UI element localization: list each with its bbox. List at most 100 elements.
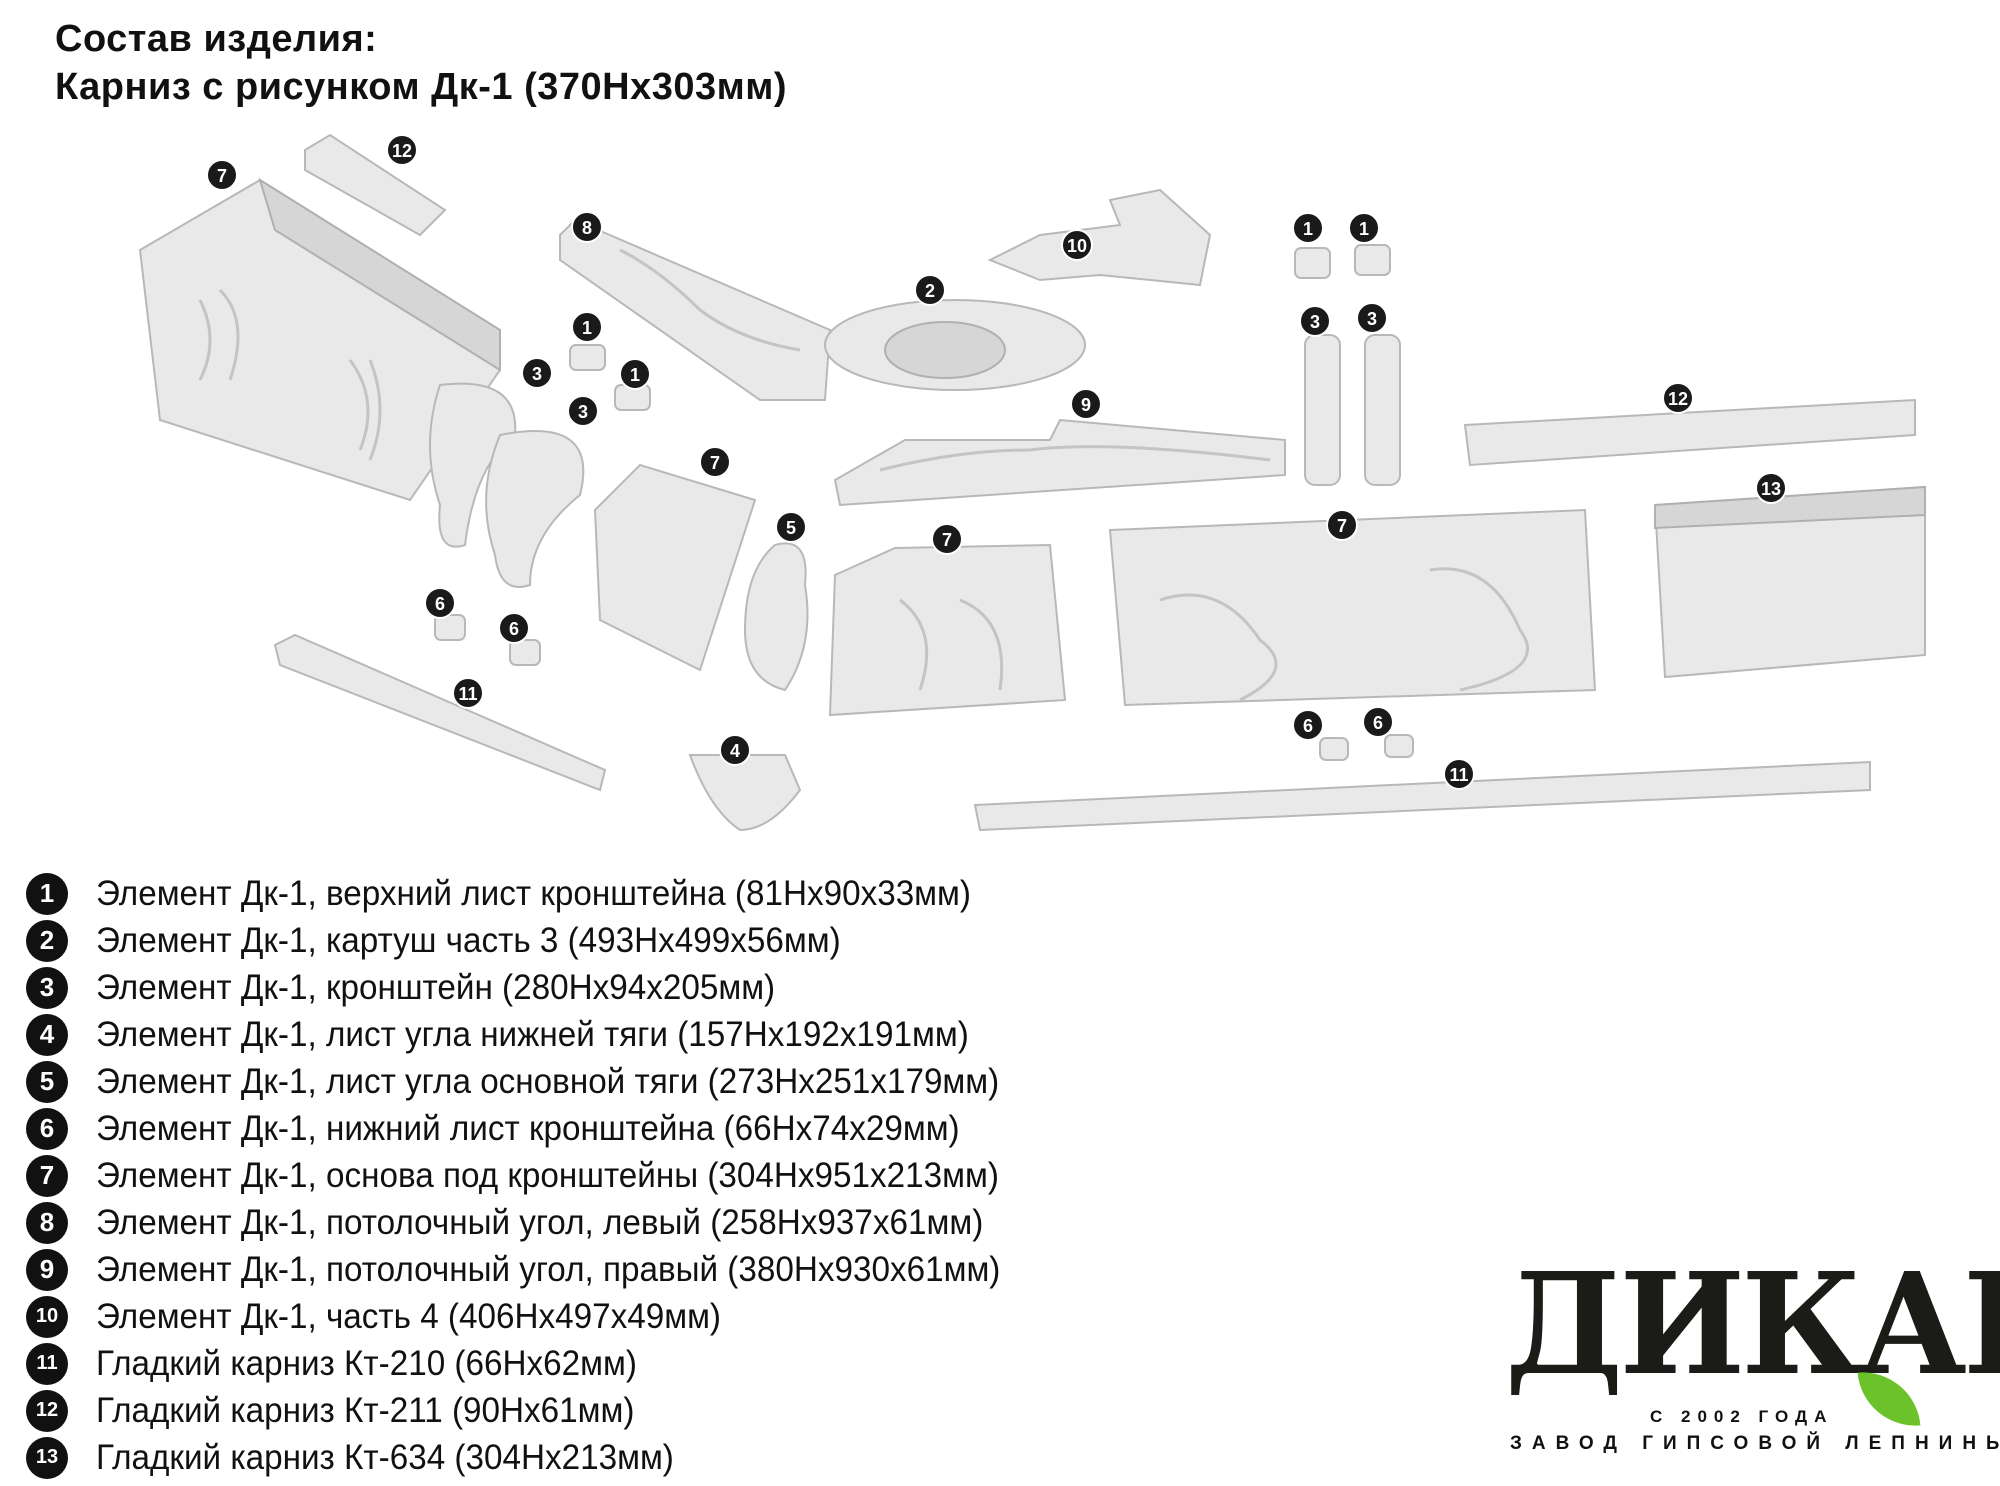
part-number-badge: 12 (386, 134, 418, 166)
badge-number: 3 (1310, 312, 1320, 332)
legend-text: Элемент Дк-1, основа под кронштейны (304… (96, 1155, 999, 1195)
legend-number-badge: 8 (26, 1201, 68, 1244)
legend-item: 8 Элемент Дк-1, потолочный угол, левый (2… (26, 1199, 1048, 1246)
badge-circle (1356, 302, 1388, 334)
legend-number-badge: 1 (26, 872, 68, 915)
part-7-front-long (1108, 508, 1597, 707)
badge-circle (424, 587, 456, 619)
badge-circle (521, 357, 553, 389)
badge-number: 8 (582, 218, 592, 238)
legend-number-badge: 9 (26, 1248, 68, 1291)
legend-item: 4 Элемент Дк-1, лист угла нижней тяги (15… (26, 1011, 1048, 1058)
legend-item: 6 Элемент Дк-1, нижний лист кронштейна (6… (26, 1105, 1048, 1152)
part-number-badge: 12 (1662, 382, 1694, 414)
part-2-cartouche (824, 299, 1086, 391)
badge-circle (931, 523, 963, 555)
logo-brand: ДИКАРТ (1505, 1243, 2000, 1407)
dikart-logo: ДИКАРТ С 2002 ГОДА ЗАВОД ГИПСОВОЙ ЛЕПНИН… (1505, 1255, 2000, 1455)
badge-circle (1292, 709, 1324, 741)
part-11-left-molding (273, 633, 607, 792)
badge-number: 5 (786, 518, 796, 538)
badge-number: 1 (630, 365, 640, 385)
legend-number-badge: 6 (26, 1107, 68, 1150)
legend-number-badge: 2 (26, 919, 68, 962)
badge-circle (619, 358, 651, 390)
part-number-badge: 8 (571, 211, 603, 243)
badge-circle (1443, 758, 1475, 790)
part-number-badge: 3 (1356, 302, 1388, 334)
part-number-badge: 4 (719, 734, 751, 766)
badge-circle (1662, 382, 1694, 414)
badge-circle (1292, 212, 1324, 244)
heading-composition: Состав изделия: (55, 18, 378, 60)
part-number-badge: 7 (206, 159, 238, 191)
part-number-badge: 3 (1299, 305, 1331, 337)
badge-circle (1326, 509, 1358, 541)
badge-number: 6 (1373, 713, 1383, 733)
legend-text: Элемент Дк-1, лист угла нижней тяги (157… (96, 1014, 969, 1054)
part-number-badge: 1 (1292, 212, 1324, 244)
legend-number-badge: 3 (26, 966, 68, 1009)
legend-text: Гладкий карниз Кт-211 (90Нх61мм) (96, 1390, 635, 1430)
part-11-right-molding (973, 760, 1871, 832)
part-number-badge: 13 (1755, 472, 1787, 504)
badge-number: 3 (1367, 309, 1377, 329)
part-number-badge: 3 (521, 357, 553, 389)
badge-circle (1070, 388, 1102, 420)
badge-circle (775, 511, 807, 543)
legend-text: Элемент Дк-1, лист угла основной тяги (2… (96, 1061, 1000, 1101)
part-number-badge: 6 (498, 612, 530, 644)
badge-circle (1755, 472, 1787, 504)
badge-circle (571, 311, 603, 343)
part-7-left-corner (138, 177, 501, 502)
legend-text: Элемент Дк-1, потолочный угол, левый (25… (96, 1202, 984, 1242)
part-12-right-molding (1463, 398, 1916, 467)
part-13-smooth-cornice (1653, 485, 1926, 679)
part-number-badge: 10 (1061, 229, 1093, 261)
badge-circle (1348, 212, 1380, 244)
part-number-badge: 11 (452, 677, 484, 709)
legend-number-badge: 4 (26, 1013, 68, 1056)
part-number-badge: 6 (424, 587, 456, 619)
badge-circle (914, 274, 946, 306)
part-7-front-short (828, 543, 1067, 717)
part-number-badge: 9 (1070, 388, 1102, 420)
legend-number-badge: 7 (26, 1154, 68, 1197)
badge-number: 9 (1081, 395, 1091, 415)
part-number-badge: 6 (1292, 709, 1324, 741)
part-number-badge: 7 (1326, 509, 1358, 541)
part-12-top-short (304, 133, 447, 237)
legend-text: Элемент Дк-1, потолочный угол, правый (3… (96, 1249, 1001, 1289)
legend-text: Элемент Дк-1, часть 4 (406Нх497х49мм) (96, 1296, 721, 1336)
badge-number: 12 (392, 141, 412, 161)
legend-text: Гладкий карниз Кт-634 (304Нх213мм) (96, 1437, 674, 1477)
badge-circle (1299, 305, 1331, 337)
part-10-section-4 (987, 188, 1212, 287)
legend-item: 3 Элемент Дк-1, кронштейн (280Нх94х205мм) (26, 964, 1048, 1011)
part-number-badge: 7 (699, 446, 731, 478)
badge-number: 7 (710, 453, 720, 473)
part-number-badge: 1 (571, 311, 603, 343)
part-number-badge: 6 (1362, 706, 1394, 738)
badge-number: 1 (1303, 219, 1313, 239)
badge-number: 7 (942, 530, 952, 550)
legend-text: Элемент Дк-1, кронштейн (280Нх94х205мм) (96, 967, 776, 1007)
badge-number: 3 (532, 364, 542, 384)
legend-text: Элемент Дк-1, нижний лист кронштейна (66… (96, 1108, 960, 1148)
heading-product: Карниз с рисунком Дк-1 (370Нх303мм) (55, 66, 787, 108)
badge-number: 1 (1359, 219, 1369, 239)
badge-circle (571, 211, 603, 243)
part-4-corner-leaf (688, 754, 802, 832)
badge-number: 6 (1303, 716, 1313, 736)
badge-number: 6 (509, 619, 519, 639)
badge-number: 2 (925, 281, 935, 301)
badge-number: 11 (1449, 765, 1468, 785)
badge-circle (1061, 229, 1093, 261)
